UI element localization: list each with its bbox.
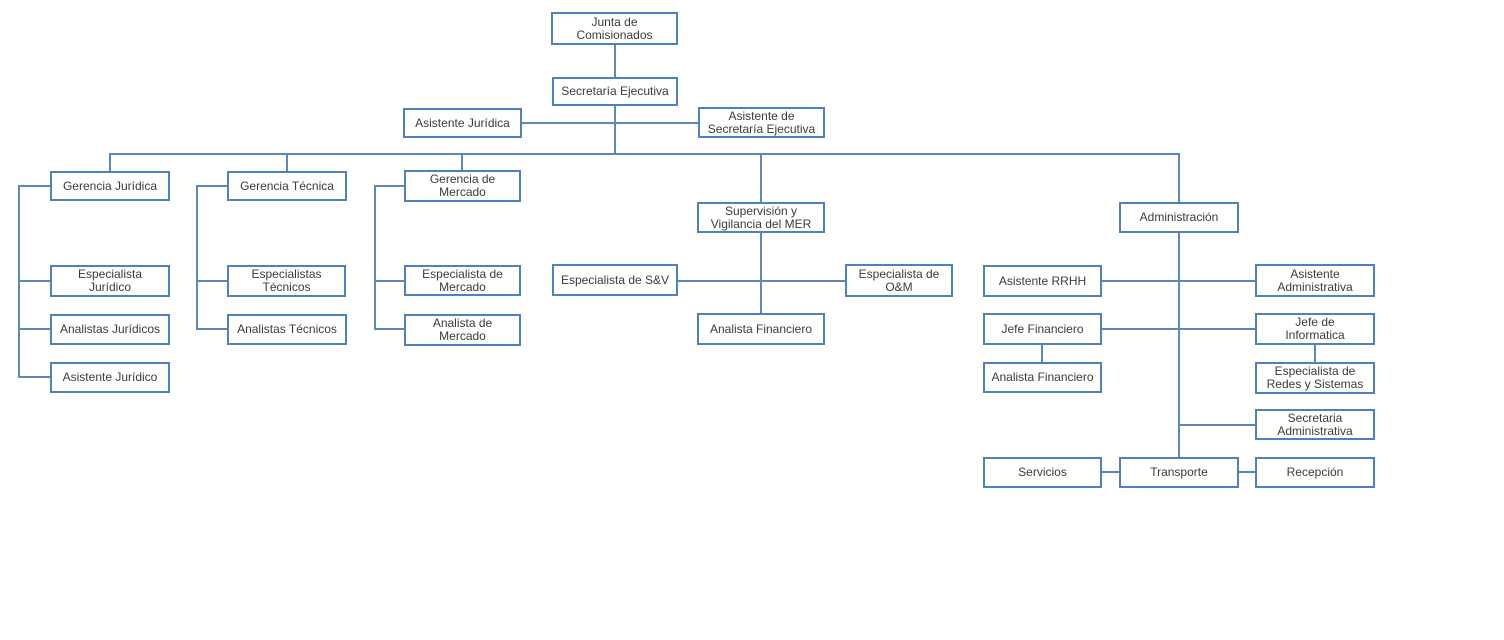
node-analistas-juridicos: Analistas Jurídicos <box>50 314 170 345</box>
node-jefe-financiero: Jefe Financiero <box>983 313 1102 345</box>
node-especialista-redes-sistemas: Especialista de Redes y Sistemas <box>1255 362 1375 394</box>
node-supervision-vigilancia-mer: Supervisión y Vigilancia del MER <box>697 202 825 233</box>
node-junta-de-comisionados: Junta de Comisionados <box>551 12 678 45</box>
connector-servicios-transporte <box>1102 471 1119 473</box>
node-especialista-de-mercado: Especialista de Mercado <box>404 265 521 296</box>
node-asistente-administrativa: Asistente Administrativa <box>1255 264 1375 297</box>
node-analista-financiero-admin: Analista Financiero <box>983 362 1102 393</box>
connector-rrhh-administrativa <box>1102 280 1255 282</box>
node-gerencia-juridica: Gerencia Jurídica <box>50 171 170 201</box>
node-secretaria-administrativa: Secretaria Administrativa <box>1255 409 1375 440</box>
connector-stub-analista-mercado <box>374 328 404 330</box>
node-asistente-juridica: Asistente Jurídica <box>403 108 522 138</box>
connector-drop-administracion <box>1178 153 1180 202</box>
node-administracion: Administración <box>1119 202 1239 233</box>
node-jefe-de-informatica: Jefe de Informatica <box>1255 313 1375 345</box>
connector-jefeinf-redes <box>1314 345 1316 362</box>
connector-stub-gerencia-tecnica <box>196 185 227 187</box>
connector-bracket-mercado <box>374 185 376 330</box>
connector-stub-gerencia-mercado <box>374 185 404 187</box>
connector-drop-gerencia-juridica <box>109 153 111 171</box>
connector-stub-analistas-juridicos <box>18 328 50 330</box>
node-especialista-om: Especialista de O&M <box>845 264 953 297</box>
node-asistente-rrhh: Asistente RRHH <box>983 265 1102 297</box>
connector-junta-secretaria <box>614 45 616 77</box>
connector-stub-secretaria-administrativa <box>1178 424 1255 426</box>
connector-assistants <box>522 122 698 124</box>
connector-drop-gerencia-mercado <box>461 153 463 170</box>
node-asistente-juridico: Asistente Jurídico <box>50 362 170 393</box>
connector-supervision-analista <box>760 233 762 313</box>
node-recepcion: Recepción <box>1255 457 1375 488</box>
node-analista-financiero-mer: Analista Financiero <box>697 313 825 345</box>
connector-drop-gerencia-tecnica <box>286 153 288 171</box>
node-gerencia-de-mercado: Gerencia de Mercado <box>404 170 521 202</box>
node-secretaria-ejecutiva: Secretaría Ejecutiva <box>552 77 678 106</box>
node-especialista-sv: Especialista de S&V <box>552 264 678 296</box>
connector-stub-gerencia-juridica <box>18 185 50 187</box>
connector-stub-asistente-juridico <box>18 376 50 378</box>
node-gerencia-tecnica: Gerencia Técnica <box>227 171 347 201</box>
connector-stub-especialista-juridico <box>18 280 50 282</box>
connector-jefefin-analista <box>1041 345 1043 362</box>
connector-jefes <box>1102 328 1255 330</box>
connector-sv-om <box>678 280 845 282</box>
node-especialista-juridico: Especialista Jurídico <box>50 265 170 297</box>
connector-secretaria-trunk <box>614 104 616 155</box>
connector-transporte-recepcion <box>1239 471 1255 473</box>
connector-bracket-tecnica <box>196 185 198 330</box>
node-analista-de-mercado: Analista de Mercado <box>404 314 521 346</box>
node-asistente-secretaria-ejecutiva: Asistente de Secretaría Ejecutiva <box>698 107 825 138</box>
connector-stub-especialista-mercado <box>374 280 404 282</box>
connector-stub-especialistas-tecnicos <box>196 280 227 282</box>
node-especialistas-tecnicos: Especialistas Técnicos <box>227 265 346 297</box>
node-servicios: Servicios <box>983 457 1102 488</box>
connector-main-distribution <box>109 153 1180 155</box>
connector-drop-supervision <box>760 153 762 202</box>
connector-stub-analistas-tecnicos <box>196 328 227 330</box>
connector-administracion-transporte <box>1178 233 1180 457</box>
node-transporte: Transporte <box>1119 457 1239 488</box>
node-analistas-tecnicos: Analistas Técnicos <box>227 314 347 345</box>
